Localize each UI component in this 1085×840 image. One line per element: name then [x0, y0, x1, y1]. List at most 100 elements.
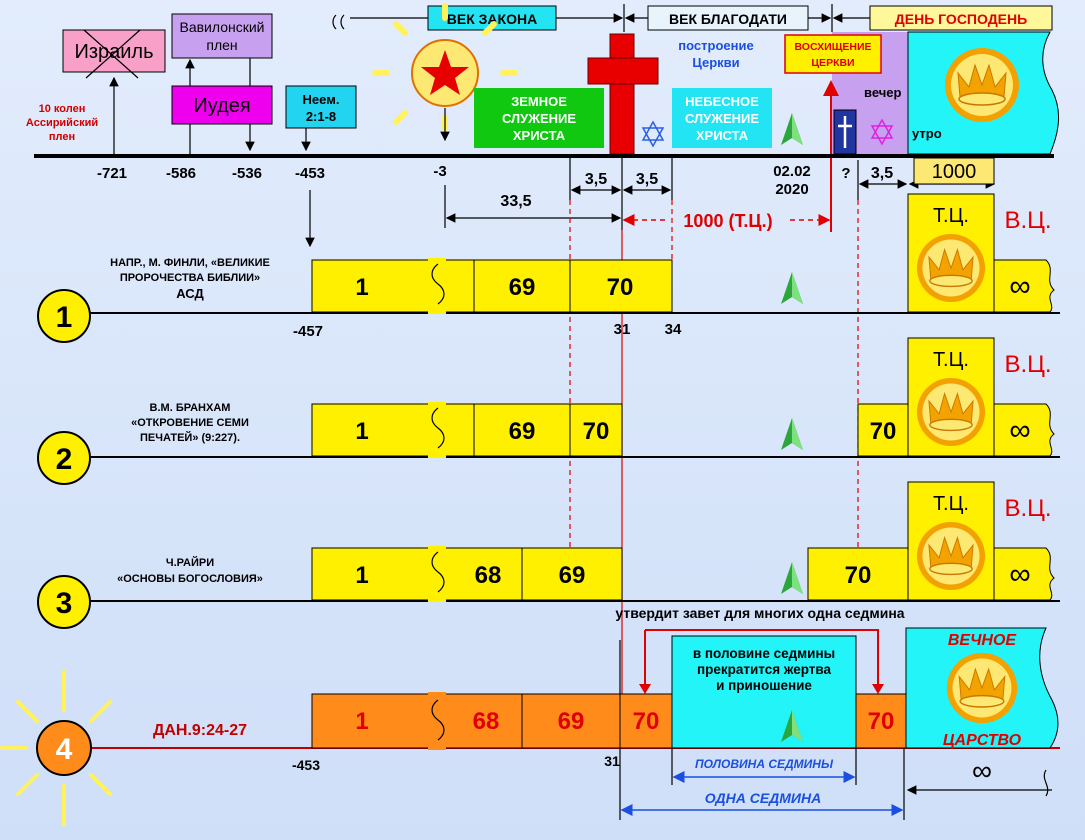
week-segment: 1	[355, 274, 368, 301]
date-label: 02.02	[773, 163, 811, 180]
row-number: 1	[56, 301, 73, 334]
infinity-icon: ∞	[1009, 270, 1030, 303]
earthly-ministry-label: СЛУЖЕНИЕ	[502, 111, 576, 126]
week-segment: 69	[509, 418, 536, 445]
week-segment: 70	[870, 418, 897, 445]
morning-label: утро	[912, 126, 942, 141]
source-label: «ОСНОВЫ БОГОСЛОВИЯ»	[117, 573, 263, 585]
heavenly-ministry-box	[672, 88, 772, 148]
source-label: «ОТКРОВЕНИЕ СЕМИ	[131, 417, 249, 429]
measure-label: 3,5	[636, 171, 658, 188]
star-of-david-icon	[870, 118, 894, 146]
eternal-kingdom-label: ВЕЧНОЕ	[948, 632, 1018, 649]
year-label: 34	[665, 321, 682, 338]
unknown-label: ?	[841, 165, 850, 182]
row-4: утвердит завет для многих одна седмина 4…	[0, 605, 1060, 826]
nehemiah-label: Неем.	[303, 92, 340, 107]
row-number: 2	[56, 443, 73, 476]
row-2: 2 В.М. БРАНХАМ «ОТКРОВЕНИЕ СЕМИ ПЕЧАТЕЙ»…	[37, 337, 1060, 485]
year-label: -453	[292, 757, 320, 773]
infinity-icon: ∞	[1009, 414, 1030, 447]
week-segment: 1	[355, 562, 368, 589]
earthly-ministry-label: ЗЕМНОЕ	[511, 94, 567, 109]
measure-label: 3,5	[871, 165, 893, 182]
nehemiah-label: 2:1-8	[306, 109, 336, 124]
israel-label: Израиль	[74, 41, 153, 63]
tribes-label: 10 колен	[39, 103, 86, 115]
measure-label: 33,5	[500, 193, 531, 210]
source-label: АСД	[176, 286, 204, 301]
eternal-kingdom-label: В.Ц.	[1004, 495, 1051, 522]
age-headers: ВЕК ЗАКОНА ВЕК БЛАГОДАТИ ДЕНЬ ГОСПОДЕНЬ	[332, 4, 1053, 32]
israel-box	[62, 29, 166, 73]
source-label: Ч.РАЙРИ	[166, 556, 214, 569]
judea-box	[171, 85, 273, 125]
year-label: 31	[604, 753, 620, 769]
source-label: ПРОРОЧЕСТВА БИБЛИИ»	[120, 272, 260, 284]
heavenly-ministry-label: ХРИСТА	[696, 128, 749, 143]
church-building-label: построение	[678, 38, 753, 53]
half-week-label: в половине седмины	[693, 646, 835, 661]
thousand-tc-label: 1000 (Т.Ц.)	[683, 211, 772, 231]
week-segment: 69	[559, 562, 586, 589]
age-grace-label: ВЕК БЛАГОДАТИ	[669, 11, 787, 27]
evening-label: вечер	[864, 85, 902, 100]
week-segment: 70	[583, 418, 610, 445]
day-of-lord-label: ДЕНЬ ГОСПОДЕНЬ	[895, 11, 1027, 27]
rapture-label: ВОСХИЩЕНИЕ	[794, 41, 871, 53]
week-segment: 68	[475, 562, 502, 589]
week-segment: 68	[473, 708, 500, 735]
day-of-lord-box	[869, 5, 1053, 31]
infinity-icon: ∞	[972, 755, 992, 786]
crown-icon	[944, 47, 1020, 123]
year-label: -453	[295, 165, 325, 182]
week-segment: 69	[558, 708, 585, 735]
measure-label: 3,5	[585, 171, 607, 188]
year-label: -721	[97, 165, 127, 182]
year-label: -457	[293, 323, 323, 340]
week-segment: 70	[868, 708, 895, 735]
tribes-label: плен	[49, 131, 75, 143]
rapture-label: ЦЕРКВИ	[811, 57, 854, 69]
cross-icon	[587, 33, 659, 155]
measure-label: 1000	[932, 161, 977, 183]
tribes-label: Ассирийский	[26, 117, 98, 129]
half-week-label: и приношение	[716, 678, 812, 693]
church-building-label: Церкви	[692, 55, 739, 70]
eternal-kingdom-label: ЦАРСТВО	[943, 732, 1022, 749]
cross-out-mark	[85, 29, 141, 79]
babylon-box	[171, 13, 273, 59]
year-label: -536	[232, 165, 262, 182]
thousand-year-kingdom-label: Т.Ц.	[933, 349, 969, 371]
week-segment: 70	[607, 274, 634, 301]
heavenly-ministry-label: НЕБЕСНОЕ	[685, 94, 759, 109]
source-label: НАПР., М. ФИНЛИ, «ВЕЛИКИЕ	[110, 257, 270, 269]
main-timeline	[34, 154, 1054, 158]
star-of-david-icon	[641, 120, 665, 148]
eternal-kingdom-label: В.Ц.	[1004, 351, 1051, 378]
star-of-bethlehem-icon	[372, 3, 518, 131]
judea-label: Иудея	[193, 95, 250, 117]
earthly-ministry-label: ХРИСТА	[513, 128, 566, 143]
one-week-span-label: ОДНА СЕДМИНА	[705, 790, 821, 806]
thousand-year-kingdom-label: Т.Ц.	[933, 205, 969, 227]
year-label: -3	[433, 163, 446, 180]
earthly-ministry-box	[474, 88, 604, 148]
row-1: 1 НАПР., М. ФИНЛИ, «ВЕЛИКИЕ ПРОРОЧЕСТВА …	[37, 193, 1060, 343]
week-segment: 70	[845, 562, 872, 589]
source-label: ПЕЧАТЕЙ» (9:227).	[140, 431, 240, 444]
week-segment: 70	[633, 708, 660, 735]
cross-out-mark	[83, 29, 139, 79]
row-number: 3	[56, 587, 73, 620]
source-label: В.М. БРАНХАМ	[150, 402, 231, 414]
covenant-label: утвердит завет для многих одна седмина	[615, 605, 904, 621]
week-segment: 1	[355, 418, 368, 445]
date-label: 2020	[775, 181, 808, 198]
half-week-label: прекратится жертва	[697, 662, 832, 677]
nehemiah-box	[285, 85, 357, 129]
week-segment: 69	[509, 274, 536, 301]
thousand-year-kingdom-label: Т.Ц.	[933, 493, 969, 515]
year-label: 31	[614, 321, 631, 338]
heavenly-ministry-label: СЛУЖЕНИЕ	[685, 111, 759, 126]
row-number: 4	[56, 733, 73, 766]
